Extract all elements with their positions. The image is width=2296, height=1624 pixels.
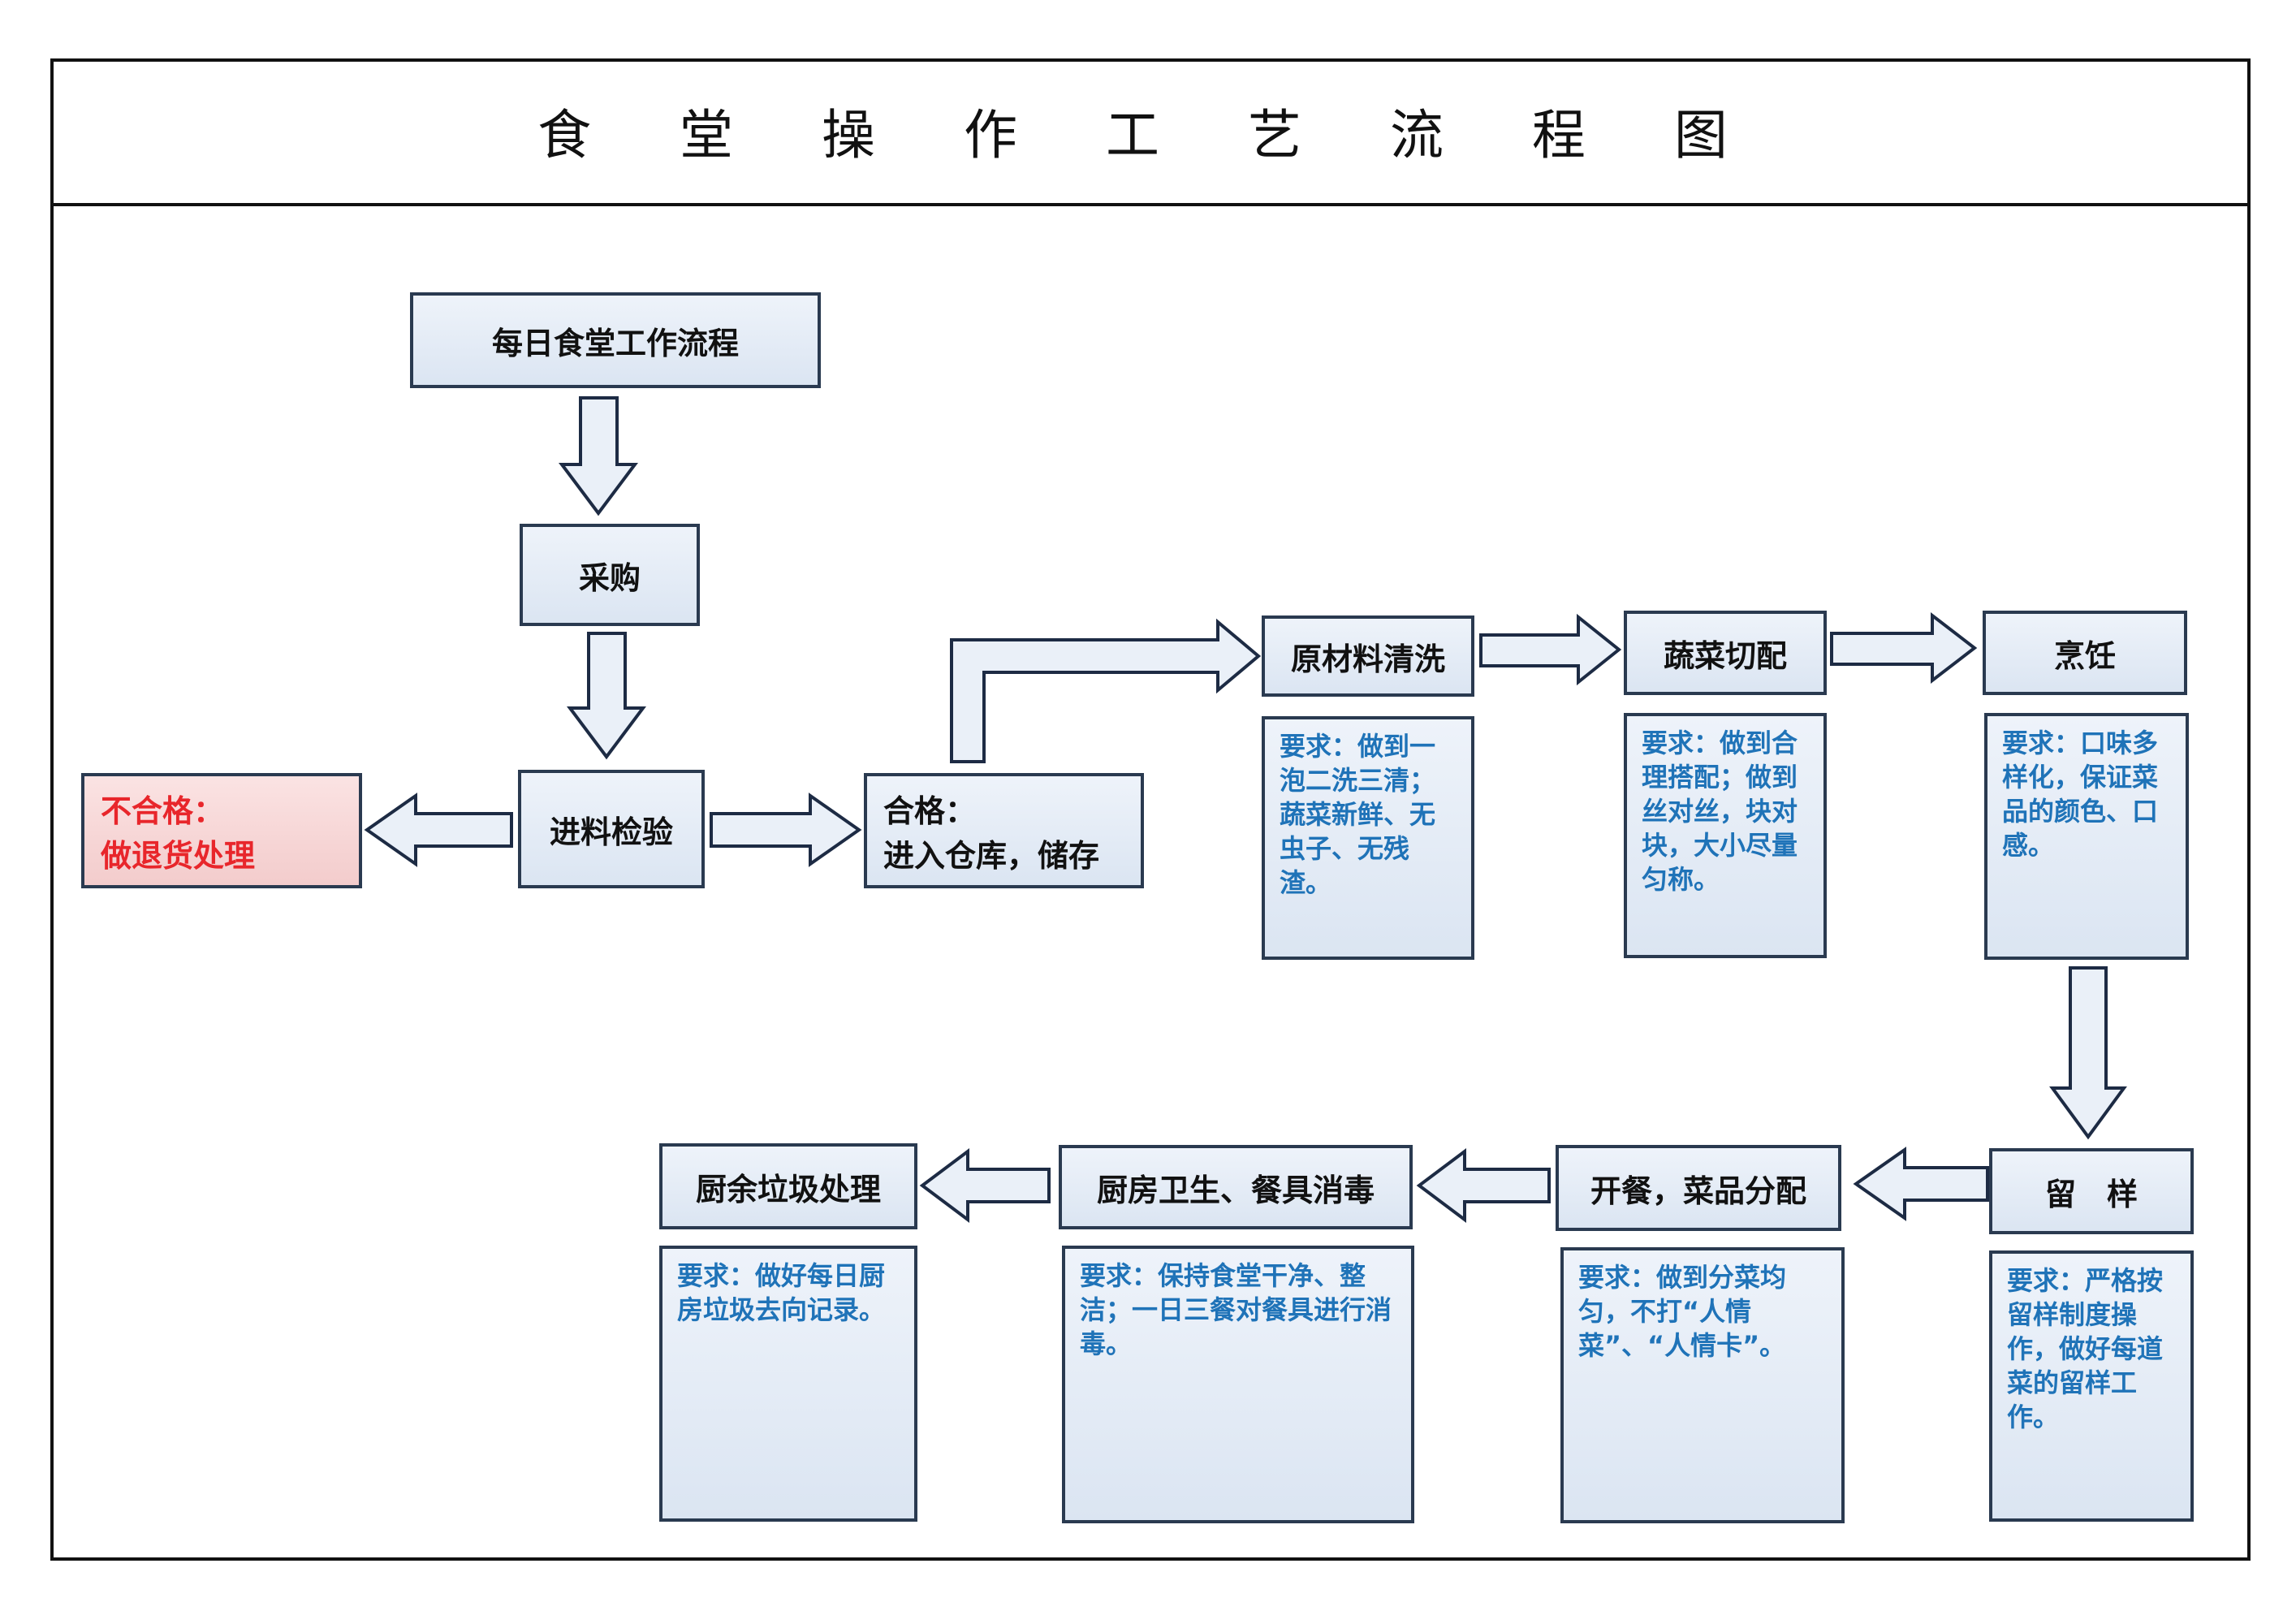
arrow-right-cutting [1479, 613, 1622, 686]
node-waste-label: 厨余垃圾处理 [695, 1171, 881, 1207]
arrow-left-serving [1853, 1147, 1989, 1221]
note-cutting-text: 要求：做到合理搭配；做到丝对丝，块对块，大小尽量匀称。 [1642, 728, 1798, 895]
note-sample: 要求：严格按留样制度操作，做好每道菜的留样工作。 [1989, 1250, 2194, 1522]
title-bar: 食 堂 操 作 工 艺 流 程 图 [50, 58, 2251, 206]
node-qualified-label: 合格： 进入仓库，储存 [883, 793, 1100, 874]
note-waste-text: 要求：做好每日厨房垃圾去向记录。 [677, 1260, 886, 1325]
diagram-title: 食 堂 操 作 工 艺 流 程 图 [537, 104, 1763, 166]
note-serving-text: 要求：做到分菜均匀，不打“人情菜”、“人情卡”。 [1578, 1262, 1787, 1361]
node-inspection-label: 进料检验 [549, 814, 673, 850]
arrow-down-2 [567, 632, 646, 760]
note-cutting: 要求：做到合理搭配；做到丝对丝，块对块，大小尽量匀称。 [1624, 713, 1827, 958]
node-purchase-label: 采购 [578, 559, 641, 596]
node-reject-label: 不合格： 做退货处理 [101, 793, 256, 874]
arrow-down-sample [2049, 966, 2127, 1140]
note-waste: 要求：做好每日厨房垃圾去向记录。 [659, 1246, 917, 1522]
note-sample-text: 要求：严格按留样制度操作，做好每道菜的留样工作。 [2007, 1265, 2164, 1432]
node-serving: 开餐，菜品分配 [1556, 1145, 1841, 1231]
node-waste: 厨余垃圾处理 [659, 1143, 917, 1229]
diagram-frame [50, 58, 2251, 1561]
node-sample-label: 留 样 [2044, 1176, 2138, 1212]
arrow-left-hygiene [1416, 1148, 1551, 1223]
node-daily-flow-label: 每日食堂工作流程 [491, 325, 739, 361]
node-daily-flow: 每日食堂工作流程 [410, 292, 821, 388]
arrow-right-qualified [710, 793, 862, 867]
note-hygiene: 要求：保持食堂干净、整洁；一日三餐对餐具进行消毒。 [1062, 1246, 1414, 1523]
node-qualified: 合格： 进入仓库，储存 [864, 773, 1144, 888]
node-reject: 不合格： 做退货处理 [81, 773, 362, 888]
note-washing-text: 要求：做到一泡二洗三清；蔬菜新鲜、无虫子、无残渣。 [1280, 731, 1436, 898]
node-sample: 留 样 [1989, 1148, 2194, 1234]
note-hygiene-text: 要求：保持食堂干净、整洁；一日三餐对餐具进行消毒。 [1080, 1260, 1392, 1359]
node-serving-label: 开餐，菜品分配 [1590, 1173, 1806, 1209]
note-cooking-text: 要求：口味多样化，保证菜品的颜色、口感。 [2002, 728, 2159, 861]
arrow-down-1 [559, 396, 638, 516]
note-cooking: 要求：口味多样化，保证菜品的颜色、口感。 [1984, 713, 2189, 960]
arrow-elbow-washing [950, 618, 1262, 763]
node-inspection: 进料检验 [518, 770, 705, 888]
arrow-left-waste [919, 1148, 1051, 1223]
arrow-right-cooking [1830, 611, 1978, 685]
note-washing: 要求：做到一泡二洗三清；蔬菜新鲜、无虫子、无残渣。 [1262, 716, 1474, 960]
node-cooking-label: 烹饪 [2053, 637, 2116, 674]
node-washing: 原材料清洗 [1262, 615, 1474, 697]
node-hygiene: 厨房卫生、餐具消毒 [1059, 1145, 1413, 1229]
node-cutting-label: 蔬菜切配 [1663, 637, 1787, 674]
node-cooking: 烹饪 [1983, 611, 2187, 695]
node-washing-label: 原材料清洗 [1290, 641, 1445, 677]
note-serving: 要求：做到分菜均匀，不打“人情菜”、“人情卡”。 [1560, 1247, 1845, 1523]
node-purchase: 采购 [520, 524, 700, 626]
node-hygiene-label: 厨房卫生、餐具消毒 [1096, 1172, 1375, 1208]
arrow-left-reject [364, 793, 513, 867]
node-cutting: 蔬菜切配 [1624, 611, 1827, 695]
